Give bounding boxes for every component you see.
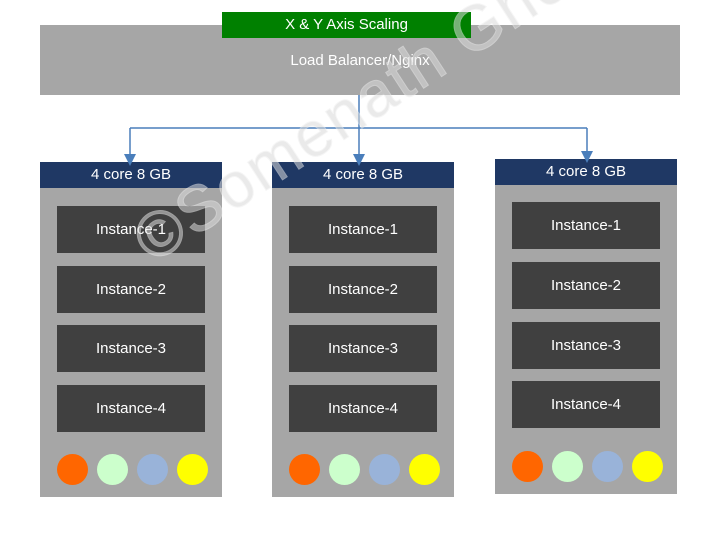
server-3-instance-1: Instance-1 (512, 202, 660, 249)
server-1-header: 4 core 8 GB (40, 162, 222, 188)
server-3-dot-lightgreen (552, 451, 583, 482)
server-2-instance-1: Instance-1 (289, 206, 437, 253)
server-2-header: 4 core 8 GB (272, 162, 454, 188)
server-2-dot-lightgreen (329, 454, 360, 485)
server-3: 4 core 8 GB Instance-1 Instance-2 Instan… (495, 159, 677, 494)
server-1-instance-4: Instance-4 (57, 385, 205, 432)
server-2-dot-orange (289, 454, 320, 485)
server-1-instance-1: Instance-1 (57, 206, 205, 253)
server-2-instance-2: Instance-2 (289, 266, 437, 313)
server-1-dot-lightblue (137, 454, 168, 485)
title-banner: X & Y Axis Scaling (222, 12, 471, 38)
server-1-dot-orange (57, 454, 88, 485)
server-3-dot-orange (512, 451, 543, 482)
server-1-instance-2: Instance-2 (57, 266, 205, 313)
server-3-header: 4 core 8 GB (495, 159, 677, 185)
server-2-instance-3: Instance-3 (289, 325, 437, 372)
load-balancer-label: Load Balancer/Nginx (290, 52, 430, 69)
server-1: 4 core 8 GB Instance-1 Instance-2 Instan… (40, 162, 222, 497)
server-3-instance-4: Instance-4 (512, 381, 660, 428)
server-1-dot-yellow (177, 454, 208, 485)
server-3-instance-3: Instance-3 (512, 322, 660, 369)
title-text: X & Y Axis Scaling (285, 16, 408, 33)
server-3-instance-2: Instance-2 (512, 262, 660, 309)
server-2-dot-lightblue (369, 454, 400, 485)
server-1-instance-3: Instance-3 (57, 325, 205, 372)
server-3-dot-yellow (632, 451, 663, 482)
server-3-dot-lightblue (592, 451, 623, 482)
server-2-dot-yellow (409, 454, 440, 485)
server-1-dot-lightgreen (97, 454, 128, 485)
server-2-instance-4: Instance-4 (289, 385, 437, 432)
server-2: 4 core 8 GB Instance-1 Instance-2 Instan… (272, 162, 454, 497)
